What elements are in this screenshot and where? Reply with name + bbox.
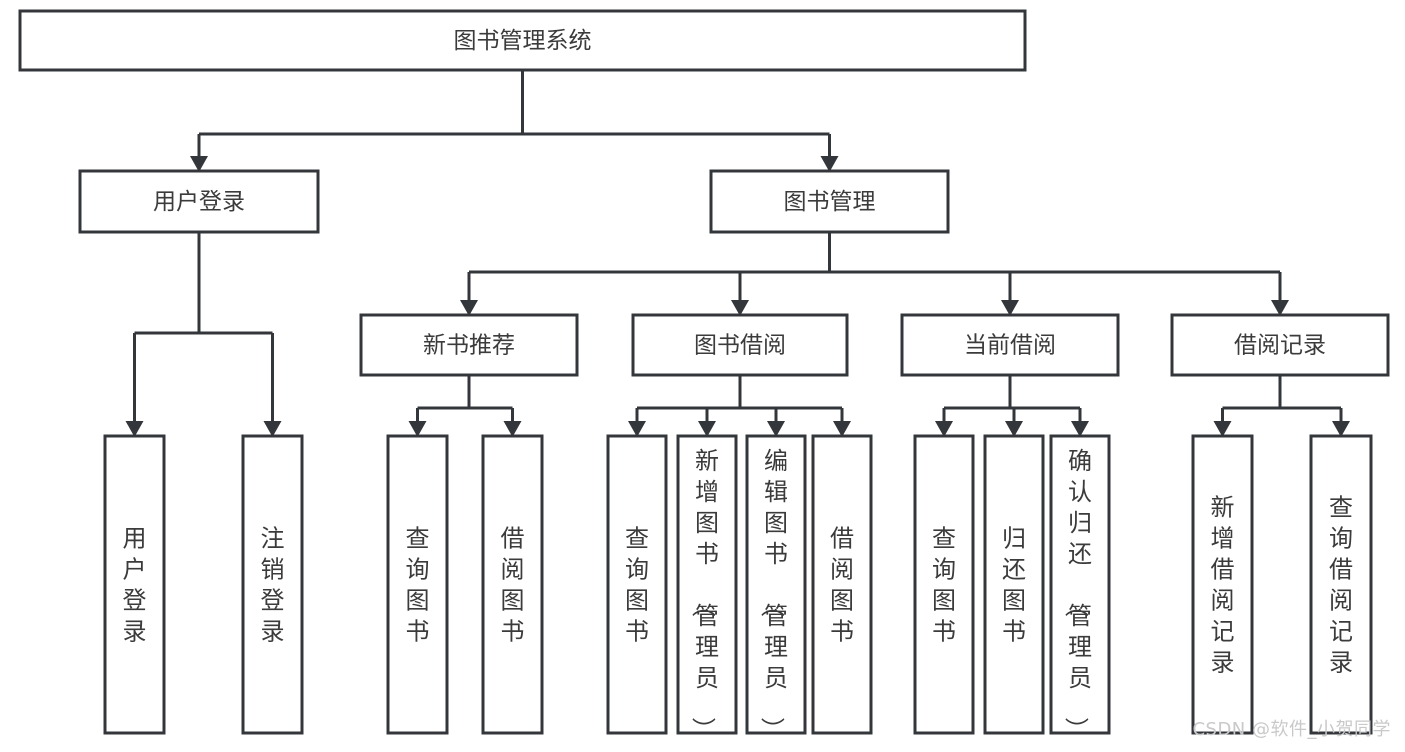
arrow-head-icon bbox=[1213, 421, 1232, 437]
node-leaf-leaf-return-book[interactable]: 归还图书 bbox=[983, 434, 1045, 735]
edge-group-user-login bbox=[125, 232, 282, 437]
node-box[interactable] bbox=[18, 9, 1027, 72]
node-leaf-leaf-query-book-2[interactable]: 查询图书 bbox=[606, 434, 668, 735]
node-l2-book-manage[interactable]: 图书管理 bbox=[709, 169, 950, 234]
arrow-head-icon bbox=[190, 156, 208, 172]
edge-group-book-borrow bbox=[628, 375, 851, 437]
arrow-head-icon bbox=[503, 421, 522, 437]
node-box[interactable] bbox=[983, 434, 1045, 735]
node-box[interactable] bbox=[359, 313, 579, 377]
node-leaf-leaf-confirm-return[interactable]: 确认归还（管理员） bbox=[1049, 434, 1111, 741]
node-leaf-leaf-add-book[interactable]: 新增图书（管理员） bbox=[676, 434, 738, 741]
node-box[interactable] bbox=[1049, 434, 1111, 735]
node-label: 图书借阅 bbox=[694, 333, 786, 359]
arrow-head-icon bbox=[767, 421, 785, 437]
node-label: 编辑图书（管理员） bbox=[758, 447, 788, 741]
node-label: 查询图书 bbox=[406, 525, 430, 646]
node-leaf-leaf-borrow-book-1[interactable]: 借阅图书 bbox=[481, 434, 544, 735]
node-l3-current-borrow[interactable]: 当前借阅 bbox=[900, 313, 1120, 377]
node-label: 确认归还（管理员） bbox=[1062, 447, 1092, 741]
arrow-head-icon bbox=[698, 421, 716, 437]
node-label: 图书管理系统 bbox=[454, 28, 592, 54]
node-leaf-leaf-query-book-3[interactable]: 查询图书 bbox=[913, 434, 975, 735]
node-box[interactable] bbox=[900, 313, 1120, 377]
node-label: 借阅图书 bbox=[501, 525, 525, 646]
node-box[interactable] bbox=[1191, 434, 1254, 735]
node-leaf-leaf-user-login[interactable]: 用户登录 bbox=[103, 434, 166, 735]
arrow-head-icon bbox=[1332, 421, 1350, 437]
arrow-head-icon bbox=[1271, 300, 1289, 316]
node-box[interactable] bbox=[1170, 313, 1390, 377]
arrow-head-icon bbox=[833, 421, 851, 437]
node-box[interactable] bbox=[386, 434, 449, 735]
node-label: 归还图书 bbox=[1002, 525, 1026, 646]
node-box[interactable] bbox=[241, 434, 304, 735]
node-box[interactable] bbox=[745, 434, 807, 735]
node-box[interactable] bbox=[913, 434, 975, 735]
arrow-head-icon bbox=[263, 421, 282, 437]
edge-group-book-manage bbox=[460, 232, 1289, 316]
arrow-head-icon bbox=[1005, 421, 1023, 437]
arrow-head-icon bbox=[628, 421, 646, 437]
node-l2-user-login[interactable]: 用户登录 bbox=[78, 169, 320, 234]
node-leaf-leaf-user-logout[interactable]: 注销登录 bbox=[241, 434, 304, 735]
arrow-head-icon bbox=[935, 421, 953, 437]
nodes-layer: 图书管理系统用户登录图书管理新书推荐图书借阅当前借阅借阅记录用户登录注销登录查询… bbox=[18, 9, 1390, 741]
arrow-head-icon bbox=[1071, 421, 1089, 437]
node-label: 借阅图书 bbox=[830, 525, 854, 646]
arrow-head-icon bbox=[460, 300, 478, 316]
node-box[interactable] bbox=[606, 434, 668, 735]
edge-group-current-borrow bbox=[935, 375, 1089, 437]
node-label: 用户登录 bbox=[153, 189, 245, 215]
node-box[interactable] bbox=[709, 169, 950, 234]
node-label: 新增图书（管理员） bbox=[689, 447, 719, 741]
edge-group-new-book-rec bbox=[408, 375, 522, 437]
node-label: 新书推荐 bbox=[423, 333, 515, 359]
node-box[interactable] bbox=[631, 313, 849, 377]
node-leaf-leaf-query-book-1[interactable]: 查询图书 bbox=[386, 434, 449, 735]
node-leaf-leaf-query-record[interactable]: 查询借阅记录 bbox=[1309, 434, 1373, 735]
node-label: 查询图书 bbox=[625, 525, 649, 646]
node-l3-borrow-record[interactable]: 借阅记录 bbox=[1170, 313, 1390, 377]
node-label: 新增借阅记录 bbox=[1211, 494, 1235, 677]
node-label: 查询图书 bbox=[932, 525, 956, 646]
node-label: 查询借阅记录 bbox=[1329, 494, 1353, 677]
edge-group-borrow-record bbox=[1213, 375, 1350, 437]
arrow-head-icon bbox=[1001, 300, 1019, 316]
node-leaf-leaf-edit-book[interactable]: 编辑图书（管理员） bbox=[745, 434, 807, 741]
node-l3-new-book-rec[interactable]: 新书推荐 bbox=[359, 313, 579, 377]
node-box[interactable] bbox=[78, 169, 320, 234]
node-box[interactable] bbox=[481, 434, 544, 735]
node-label: 图书管理 bbox=[784, 189, 876, 215]
node-label: 当前借阅 bbox=[964, 333, 1056, 359]
node-label: 注销登录 bbox=[261, 525, 285, 646]
node-label: 用户登录 bbox=[123, 525, 147, 646]
node-box[interactable] bbox=[103, 434, 166, 735]
node-leaf-leaf-borrow-book-2[interactable]: 借阅图书 bbox=[811, 434, 873, 735]
edge-group-root bbox=[190, 70, 839, 172]
node-box[interactable] bbox=[811, 434, 873, 735]
node-label: 借阅记录 bbox=[1234, 333, 1326, 359]
node-l3-book-borrow[interactable]: 图书借阅 bbox=[631, 313, 849, 377]
arrow-head-icon bbox=[125, 421, 144, 437]
arrow-head-icon bbox=[731, 300, 749, 316]
node-box[interactable] bbox=[676, 434, 738, 735]
edges-layer bbox=[125, 70, 1350, 437]
node-box[interactable] bbox=[1309, 434, 1373, 735]
node-root-system[interactable]: 图书管理系统 bbox=[18, 9, 1027, 72]
arrow-head-icon bbox=[820, 156, 839, 172]
watermark-label: CSDN @软件_小贺同学 bbox=[1192, 719, 1391, 740]
arrow-head-icon bbox=[408, 421, 427, 437]
node-leaf-leaf-add-record[interactable]: 新增借阅记录 bbox=[1191, 434, 1254, 735]
